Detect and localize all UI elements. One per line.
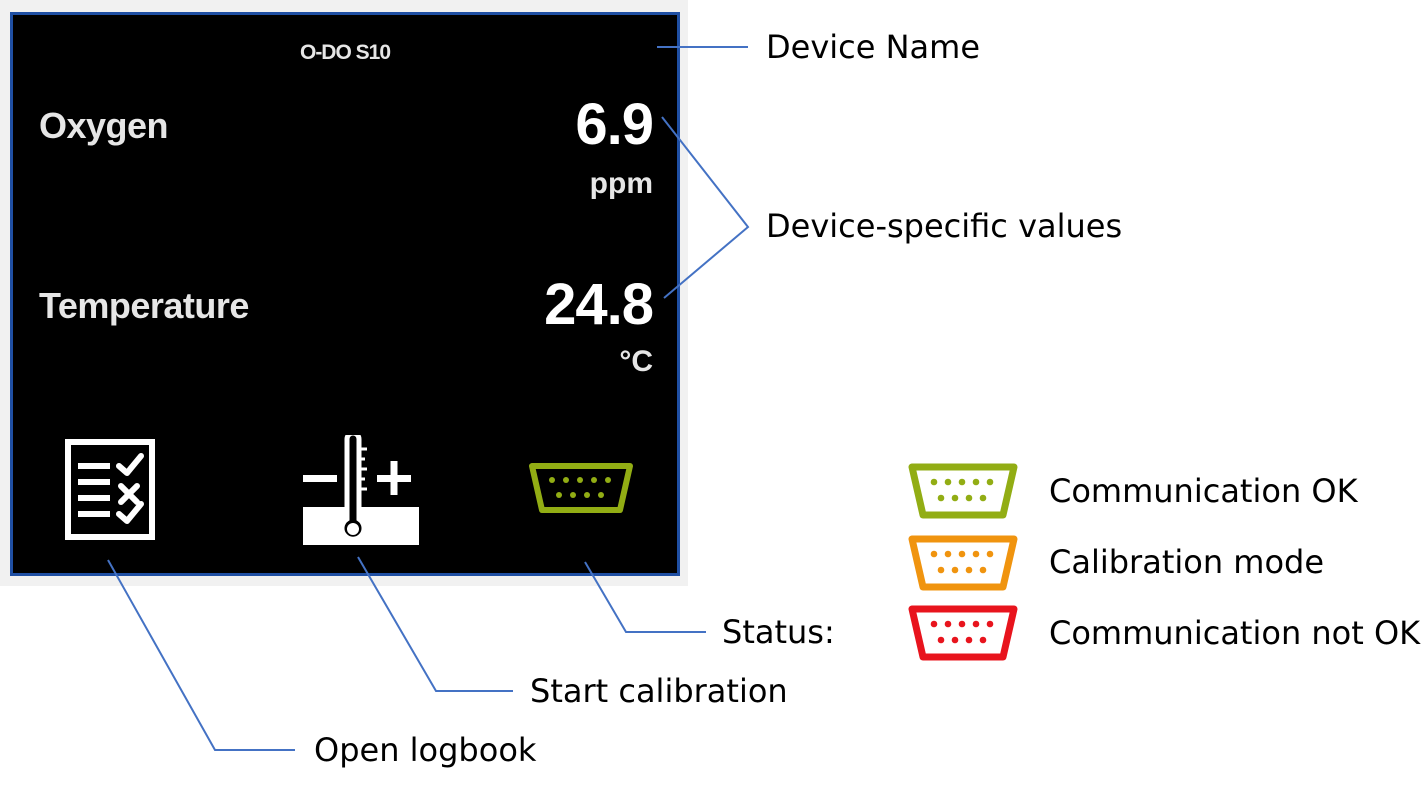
legend-label-not-ok: Communication not OK [1049,614,1421,652]
logbook-leader [107,559,295,751]
reading-value-oxygen: 6.9 [575,92,654,157]
logbook-icon[interactable] [63,438,159,542]
reading-label-temperature: Temperature [39,285,249,326]
calibration-leader [357,556,513,692]
reading-unit-temperature: °C [619,345,653,378]
reading-label-oxygen: Oxygen [39,105,169,146]
legend-label-calibration: Calibration mode [1049,543,1325,581]
status-leader [584,561,706,633]
device-tile-frame: O-DO S10 Oxygen 6.9 ppm Temperature 24.8… [0,0,688,586]
callout-open-logbook: Open logbook [314,731,537,769]
serial-port-icon [529,463,633,513]
legend-calibration-icon [908,535,1018,591]
legend-not-ok-icon [908,605,1018,661]
calibration-icon[interactable] [303,435,419,545]
callout-device-name: Device Name [766,28,981,66]
device-values-leader [661,116,750,299]
reading-unit-oxygen: ppm [589,167,653,200]
callout-device-values: Device-specific values [766,207,1123,245]
legend-label-ok: Communication OK [1049,472,1358,510]
device-name: O-DO S10 [299,41,391,64]
callout-status: Status: [722,613,835,651]
reading-value-temperature: 24.8 [544,272,654,337]
legend-ok-icon [908,463,1018,519]
callout-start-calibration: Start calibration [530,672,788,710]
device-tile: O-DO S10 Oxygen 6.9 ppm Temperature 24.8… [10,12,680,576]
